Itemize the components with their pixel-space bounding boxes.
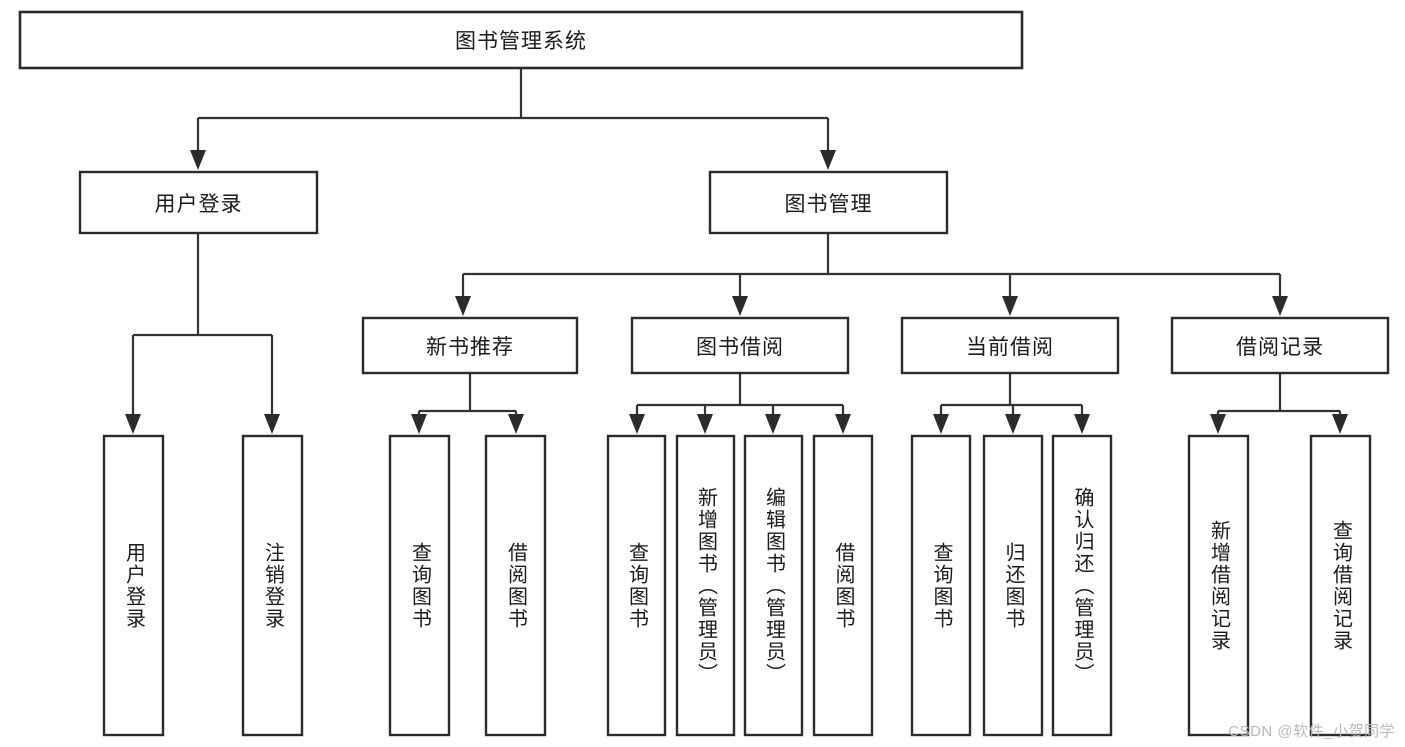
arrow-leaf-cur-query-icon bbox=[933, 414, 949, 434]
arrow-new-book-recommend-icon bbox=[455, 296, 471, 316]
arrow-book-borrow-icon bbox=[732, 296, 748, 316]
node-box-current-borrow[interactable] bbox=[900, 316, 1120, 375]
node-box-leaf-borrow-book[interactable] bbox=[812, 434, 874, 737]
arrow-leaf-borrow-book-icon bbox=[835, 414, 851, 434]
node-box-leaf-borrow-query-book[interactable] bbox=[606, 434, 667, 737]
connector-edge-bookmanage-trunk bbox=[461, 233, 1282, 306]
node-box-book-manage[interactable] bbox=[708, 170, 949, 235]
arrow-current-borrow-icon bbox=[1002, 296, 1018, 316]
node-box-leaf-user-login[interactable] bbox=[102, 434, 165, 737]
edges-layer bbox=[131, 68, 1342, 424]
arrow-book-manage-icon bbox=[820, 150, 836, 170]
node-box-leaf-rec-query-book[interactable] bbox=[388, 434, 451, 737]
node-box-leaf-add-borrow-record[interactable] bbox=[1187, 434, 1250, 737]
arrow-leaf-logout-icon bbox=[264, 414, 280, 434]
connector-edge-borrow-trunk bbox=[635, 373, 845, 424]
arrow-leaf-edit-book-icon bbox=[765, 414, 781, 434]
arrowheads-layer bbox=[125, 150, 1348, 434]
arrow-leaf-rec-query-icon bbox=[411, 414, 427, 434]
arrow-leaf-add-record-icon bbox=[1210, 414, 1226, 434]
node-box-leaf-rec-borrow-book[interactable] bbox=[484, 434, 547, 737]
arrow-leaf-add-book-icon bbox=[697, 414, 713, 434]
arrow-borrow-record-icon bbox=[1272, 296, 1288, 316]
node-box-leaf-cur-query-book[interactable] bbox=[910, 434, 972, 737]
node-box-leaf-add-book-admin[interactable] bbox=[675, 434, 736, 737]
arrow-leaf-confirm-return-icon bbox=[1074, 414, 1090, 434]
arrow-leaf-return-icon bbox=[1005, 414, 1021, 434]
arrow-leaf-rec-borrow-icon bbox=[508, 414, 524, 434]
connector-edge-userlogin-trunk bbox=[131, 233, 274, 424]
node-box-new-book-recommend[interactable] bbox=[361, 316, 579, 375]
connector-edge-record-trunk bbox=[1216, 373, 1342, 424]
arrow-leaf-user-login-icon bbox=[125, 414, 141, 434]
node-box-leaf-return-book[interactable] bbox=[982, 434, 1044, 737]
arrow-leaf-borrow-query-icon bbox=[629, 414, 645, 434]
node-box-leaf-logout[interactable] bbox=[241, 434, 304, 737]
arrow-user-login-icon bbox=[190, 150, 206, 170]
node-box-user-login[interactable] bbox=[78, 170, 319, 235]
node-box-book-borrow[interactable] bbox=[630, 316, 850, 375]
csdn-watermark: CSDN @软件_小贺同学 bbox=[1228, 723, 1395, 740]
node-boxes-layer bbox=[18, 10, 1390, 737]
node-box-leaf-query-borrow-record[interactable] bbox=[1309, 434, 1372, 737]
connector-edge-rec-trunk bbox=[417, 373, 518, 424]
node-box-root[interactable] bbox=[18, 10, 1024, 70]
node-box-leaf-confirm-return-admin[interactable] bbox=[1051, 434, 1113, 737]
node-box-borrow-record[interactable] bbox=[1170, 316, 1390, 375]
connector-edge-root-trunk bbox=[196, 68, 830, 160]
arrow-leaf-query-record-icon bbox=[1332, 414, 1348, 434]
node-box-leaf-edit-book-admin[interactable] bbox=[743, 434, 804, 737]
